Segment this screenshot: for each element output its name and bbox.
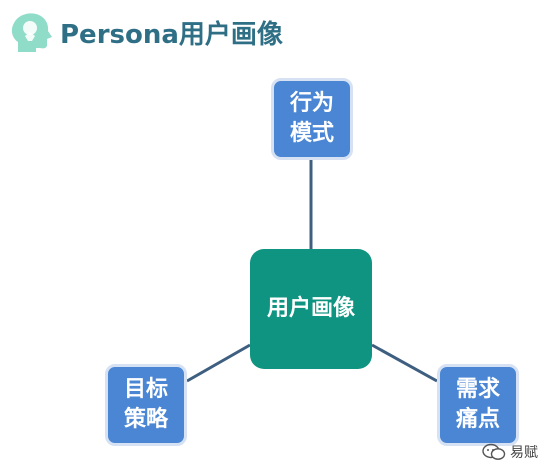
node-behavior-pattern: 行为 模式 [271,78,353,160]
node-goal-strategy: 目标 策略 [105,364,187,446]
node-left-line2: 策略 [123,407,168,432]
page-title: Persona用户画像 [60,19,283,50]
watermark-text: 易赋 [510,445,538,461]
connector-right [371,343,438,383]
node-top-line1: 行为 [289,91,334,117]
node-needs-painpoints: 需求 痛点 [437,364,519,446]
node-right-line1: 需求 [455,377,500,403]
node-center-label: 用户画像 [266,296,355,322]
node-user-persona: 用户画像 [250,249,372,369]
node-top-line2: 模式 [289,121,334,146]
node-left-line1: 目标 [123,377,168,403]
connector-left [186,343,251,383]
page-header: Persona用户画像 [6,6,283,58]
node-right-line2: 痛点 [455,407,500,432]
head-silhouette-icon [11,13,52,52]
watermark: 易赋 [482,442,538,462]
wechat-icon [482,443,506,460]
